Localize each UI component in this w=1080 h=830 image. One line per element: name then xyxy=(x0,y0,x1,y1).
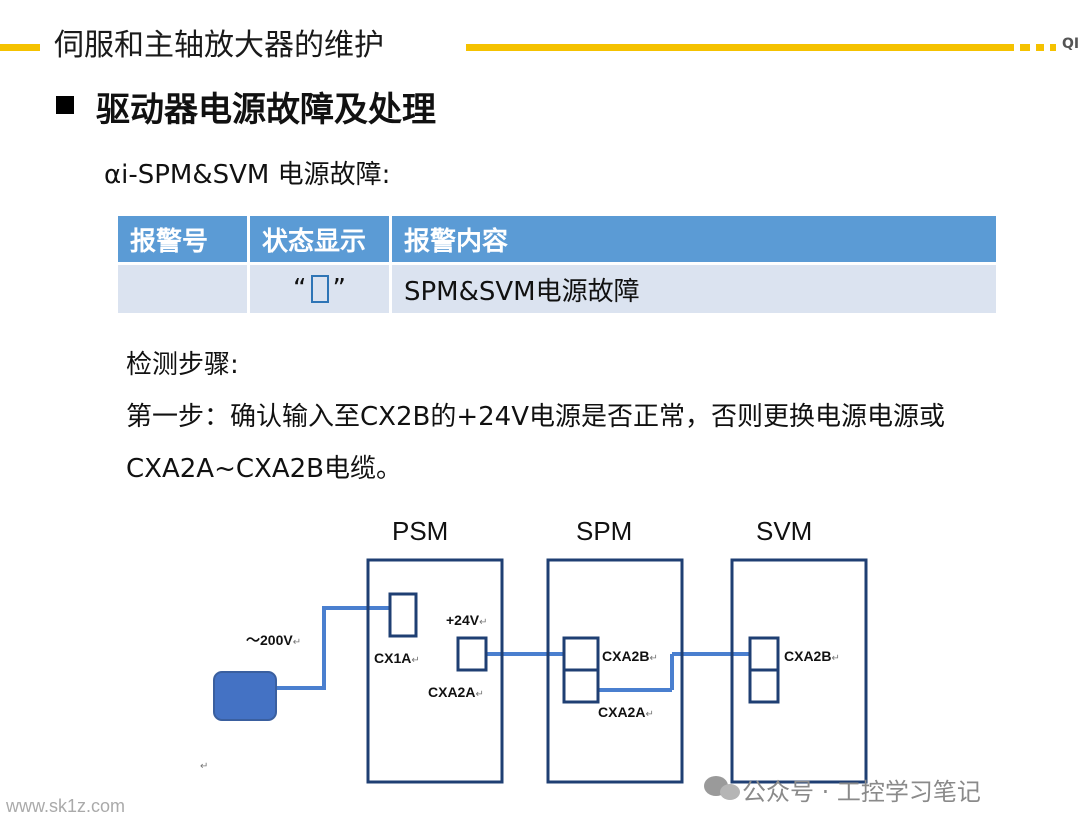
header-alarm-no: 报警号 xyxy=(118,216,250,262)
spm-cxa2b-connector xyxy=(562,636,600,672)
header-dash-2 xyxy=(1036,44,1044,51)
header-dash-3 xyxy=(1050,44,1056,51)
psm-module xyxy=(366,558,504,784)
subtitle: αi-SPM&SVM 电源故障: xyxy=(104,160,391,190)
svm-cxa2b-connector-bottom xyxy=(748,668,780,704)
cell-content: SPM&SVM电源故障 xyxy=(392,265,996,313)
watermark-site: www.sk1z.com xyxy=(6,796,126,816)
ac-200v-label: ～200V↵ xyxy=(246,632,302,648)
psm-label: PSM xyxy=(392,516,449,546)
spm-cxa2a-connector xyxy=(562,668,600,704)
svm-cxa2b-connector-top xyxy=(748,636,780,672)
cell-status: “ ” xyxy=(250,265,392,313)
psm-cxa2a-connector xyxy=(456,636,488,672)
spm-label: SPM xyxy=(576,516,633,546)
step1-line1: 第一步：确认输入至CX2B的+24V电源是否正常，否则更换电源电源或 xyxy=(126,402,946,432)
wires xyxy=(276,606,750,692)
alarm-table: 报警号 状态显示 报警内容 “ ” SPM&SVM电源故障 xyxy=(118,216,996,313)
status-quote-open: “ xyxy=(293,274,307,304)
steps-label: 检测步骤: xyxy=(126,350,239,380)
ac-power-source xyxy=(213,671,277,721)
wechat-icon xyxy=(704,776,740,800)
header-status: 状态显示 xyxy=(250,216,392,262)
status-display-box xyxy=(310,275,329,303)
svm-cxa2b-label: CXA2B↵ xyxy=(784,648,840,664)
spm-module xyxy=(546,558,684,784)
psm-cxa2a-label: CXA2A↵ xyxy=(428,684,484,700)
psm-cx1a-label: CX1A↵ xyxy=(374,650,420,666)
page-header-title: 伺服和主轴放大器的维护 xyxy=(54,28,384,63)
header-bar-left xyxy=(0,44,40,51)
spm-cxa2b-label: CXA2B↵ xyxy=(602,648,658,664)
header-bar-right xyxy=(466,44,1014,51)
section-title: 驱动器电源故障及处理 xyxy=(96,90,436,130)
svm-module xyxy=(730,558,868,784)
spm-cxa2a-label: CXA2A↵ xyxy=(598,704,654,720)
psm-cx1a-connector xyxy=(388,592,418,638)
table-header-row: 报警号 状态显示 报警内容 xyxy=(118,216,996,265)
header-dash-1 xyxy=(1020,44,1030,51)
status-quote-close: ” xyxy=(332,274,346,304)
stray-return-mark: ↵ xyxy=(200,761,209,772)
wire-ac-input xyxy=(276,606,390,690)
step1-line2: CXA2A~CXA2B电缆。 xyxy=(126,454,402,484)
svm-label: SVM xyxy=(756,516,813,546)
watermark-account: 公众号 · 工控学习笔记 xyxy=(742,778,981,806)
section-bullet xyxy=(56,96,74,114)
v24-label: +24V↵ xyxy=(446,612,488,628)
cell-alarm-no xyxy=(118,265,250,313)
logo-fragment: QI xyxy=(1062,36,1080,52)
header-content: 报警内容 xyxy=(392,216,996,262)
table-row: “ ” SPM&SVM电源故障 xyxy=(118,265,996,313)
